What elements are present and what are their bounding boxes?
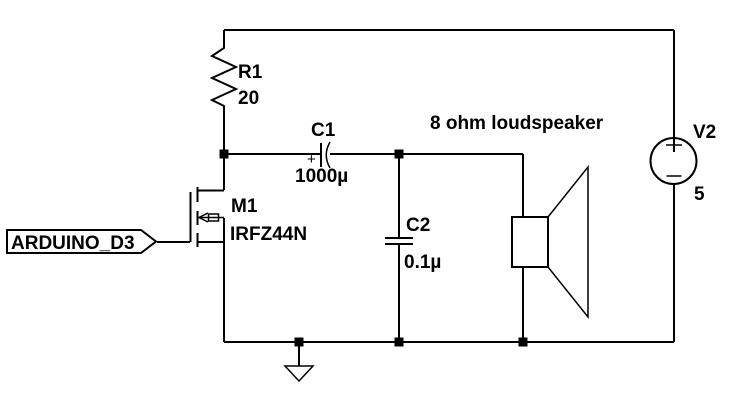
c1-value[interactable]: 1000µ [295,166,348,187]
resistor-zigzag [209,30,239,154]
ground-symbol[interactable] [283,342,315,383]
source-value[interactable]: 5 [694,184,705,205]
ground-triangle [283,365,315,383]
capacitor-C2[interactable]: C2 0.1µ [385,215,441,273]
junction-dot [518,337,528,347]
net-flag-outline [6,229,158,254]
mosfet-M1[interactable]: M1 IRFZ44N [189,187,308,247]
c2-value[interactable]: 0.1µ [404,252,441,273]
mosfet-name[interactable]: M1 [231,196,258,217]
source-name[interactable]: V2 [693,122,716,143]
junction-dot [394,337,404,347]
c2-name[interactable]: C2 [406,215,430,236]
net-flag-label[interactable]: ARDUINO_D3 [11,233,135,254]
c1-plate-curved [325,141,331,169]
loudspeaker[interactable]: 8 ohm loudspeaker [430,113,604,320]
mosfet-bulk-box [207,213,220,222]
capacitor-C1[interactable]: + C1 1000µ [295,120,348,187]
resistor-R1[interactable]: R1 20 [209,30,263,154]
mosfet-model[interactable]: IRFZ44N [230,224,307,245]
resistor-name[interactable]: R1 [238,62,263,83]
c1-polarity-mark: + [307,151,316,168]
wires [157,29,675,343]
speaker-annotation[interactable]: 8 ohm loudspeaker [430,113,604,134]
mosfet-bulk-arrowhead [197,212,209,223]
net-flag-arduino-d3[interactable]: ARDUINO_D3 [6,229,158,254]
resistor-value[interactable]: 20 [238,88,259,109]
junction-dots [219,149,528,347]
speaker-body [511,216,549,268]
junction-dot [394,149,404,159]
c1-name[interactable]: C1 [311,120,336,141]
voltage-source-V2[interactable]: V2 5 [649,122,717,205]
source-circle [649,137,698,185]
speaker-cone [547,164,589,320]
